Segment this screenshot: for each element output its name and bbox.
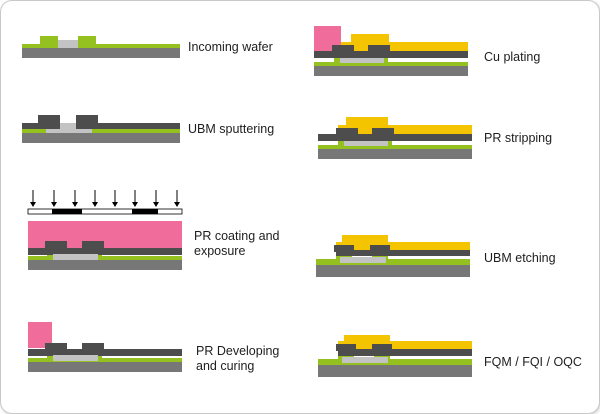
passivation-layer: [28, 358, 182, 362]
copper-bump: [346, 117, 388, 125]
substrate-layer: [318, 149, 472, 159]
ubm-layer: [28, 248, 182, 255]
passivation-layer: [314, 62, 468, 66]
ubm-layer: [318, 134, 472, 141]
copper-layer: [341, 42, 468, 51]
bond-pad: [344, 141, 388, 146]
ubm-bump-left: [336, 128, 358, 136]
substrate-layer: [22, 48, 180, 58]
ubm-bump-left: [332, 45, 354, 53]
bond-pad: [53, 355, 98, 361]
ubm-bump-left: [336, 344, 356, 351]
copper-bump: [342, 235, 388, 243]
passivation-layer: [318, 145, 472, 149]
step-label: Cu plating: [484, 50, 540, 64]
substrate-layer: [28, 362, 182, 372]
ubm-layer: [314, 51, 468, 58]
substrate-layer: [22, 133, 180, 143]
ubm-bump-left: [38, 115, 60, 123]
step-label: PR coating and exposure: [194, 229, 283, 258]
step-label: PR Developing and curing: [196, 344, 283, 373]
step-label: UBM etching: [484, 251, 556, 265]
passivation-layer: [22, 129, 180, 133]
ubm-layer: [22, 123, 180, 129]
step-label: UBM sputtering: [188, 122, 274, 136]
passivation-bump-left: [40, 36, 58, 44]
copper-bump: [344, 335, 390, 343]
step-label: FQM / FQI / OQC: [484, 355, 582, 369]
step-label: Incoming wafer: [188, 40, 273, 54]
ubm-bump-left: [334, 245, 354, 252]
bond-pad-exposed: [60, 123, 76, 129]
ubm-bump-right: [372, 344, 392, 351]
step-ubm-sputtering: UBM sputtering: [22, 115, 274, 143]
bond-pad: [340, 58, 384, 63]
mask-opaque-right: [132, 209, 158, 214]
copper-layer: [338, 341, 472, 350]
ubm-bump-right: [82, 241, 104, 249]
mask-opaque-left: [52, 209, 82, 214]
copper-layer: [338, 125, 472, 134]
step-label: PR stripping: [484, 131, 552, 145]
step-ubm-etching: UBM etching: [316, 235, 556, 277]
ubm-bump-right: [82, 343, 104, 351]
ubm-bump-right: [368, 45, 390, 53]
passivation-layer: [318, 359, 472, 365]
substrate-layer: [28, 260, 182, 270]
substrate-layer: [316, 265, 470, 277]
substrate-layer: [314, 66, 468, 76]
passivation-layer: [22, 44, 180, 48]
ubm-layer: [338, 349, 472, 356]
bond-pad: [342, 357, 388, 363]
passivation-bump-right: [78, 36, 96, 44]
ubm-layer: [336, 250, 470, 256]
step-pr-stripping: PR stripping: [318, 117, 552, 159]
step-cu-plating: Cu plating: [314, 26, 540, 76]
bond-pad: [58, 40, 78, 48]
copper-bump: [351, 34, 389, 42]
step-pr-developing: PR Developing and curing: [28, 322, 283, 373]
ubm-bump-left: [45, 343, 67, 351]
substrate-layer: [318, 365, 472, 377]
passivation-layer: [316, 259, 470, 265]
ubm-bump-left: [45, 241, 67, 249]
ubm-bump-right: [370, 245, 390, 252]
step-pr-coating: PR coating and exposure: [27, 190, 283, 270]
step-incoming-wafer: Incoming wafer: [22, 36, 273, 58]
bond-pad: [53, 254, 98, 260]
photomask: [27, 208, 183, 215]
bond-pad: [340, 257, 386, 263]
copper-layer: [336, 242, 470, 251]
ubm-layer: [28, 349, 182, 356]
passivation-layer: [28, 256, 182, 260]
exposure-arrows: [30, 190, 180, 207]
step-final-inspection: FQM / FQI / OQC: [318, 335, 582, 377]
ubm-bump-right: [76, 115, 98, 123]
ubm-bump-right: [372, 128, 394, 136]
